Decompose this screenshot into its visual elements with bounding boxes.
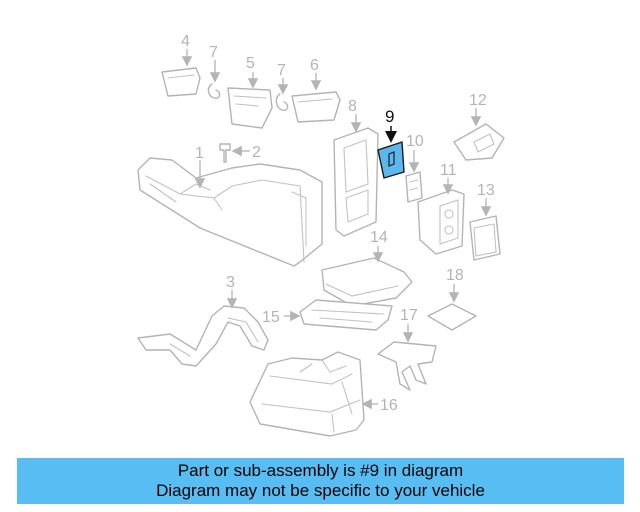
part-12-cover[interactable]: 12 [453, 92, 505, 161]
part-3-bracket[interactable]: 3 [137, 274, 269, 367]
callout-1: 1 [195, 145, 204, 162]
callout-17: 17 [400, 307, 418, 324]
part-11-outlet[interactable]: 11 [417, 162, 465, 255]
part-4-tray[interactable]: 4 [161, 33, 201, 97]
callout-9: 9 [385, 107, 394, 126]
part-15-rail[interactable]: 15 [262, 299, 393, 331]
callout-11: 11 [440, 162, 457, 179]
banner-line-1: Part or sub-assembly is #9 in diagram [177, 461, 464, 480]
callout-8: 8 [348, 98, 357, 115]
callout-4: 4 [181, 33, 190, 50]
part-5-insert[interactable]: 5 [227, 55, 273, 129]
part-9-bezel-highlighted[interactable]: 9 [377, 107, 405, 179]
callout-5: 5 [246, 55, 255, 72]
info-banner: Part or sub-assembly is #9 in diagram Di… [17, 458, 624, 504]
part-7-clip-right[interactable]: 7 [275, 62, 289, 112]
callout-6: 6 [310, 57, 319, 74]
callout-12: 12 [469, 92, 487, 109]
part-14-armrest[interactable]: 14 [321, 229, 413, 307]
part-17-bracket[interactable]: 17 [377, 307, 437, 391]
callout-10: 10 [406, 133, 424, 150]
part-8-panel[interactable]: 8 [333, 98, 379, 237]
callout-2: 2 [252, 144, 261, 161]
callout-14: 14 [370, 229, 388, 246]
callout-18: 18 [446, 267, 464, 284]
part-18-pad[interactable]: 18 [427, 267, 477, 331]
part-16-base[interactable]: 16 [249, 351, 398, 437]
callout-16: 16 [380, 397, 398, 414]
callout-3: 3 [226, 274, 235, 291]
part-1-console[interactable]: 1 [137, 145, 323, 267]
part-10-switch[interactable]: 10 [405, 133, 424, 203]
part-13-mat[interactable]: 13 [469, 182, 501, 261]
part-2-bolt[interactable]: 2 [219, 143, 261, 163]
part-7-clip-left[interactable]: 7 [207, 44, 221, 100]
part-6-tray[interactable]: 6 [291, 57, 341, 123]
callout-15: 15 [262, 309, 280, 326]
parts-diagram: 4 7 5 7 6 1 2 [137, 33, 505, 437]
banner-line-2: Diagram may not be specific to your vehi… [156, 481, 485, 500]
callout-7-left: 7 [209, 44, 218, 61]
callout-7-right: 7 [277, 62, 286, 79]
callout-13: 13 [477, 182, 495, 199]
